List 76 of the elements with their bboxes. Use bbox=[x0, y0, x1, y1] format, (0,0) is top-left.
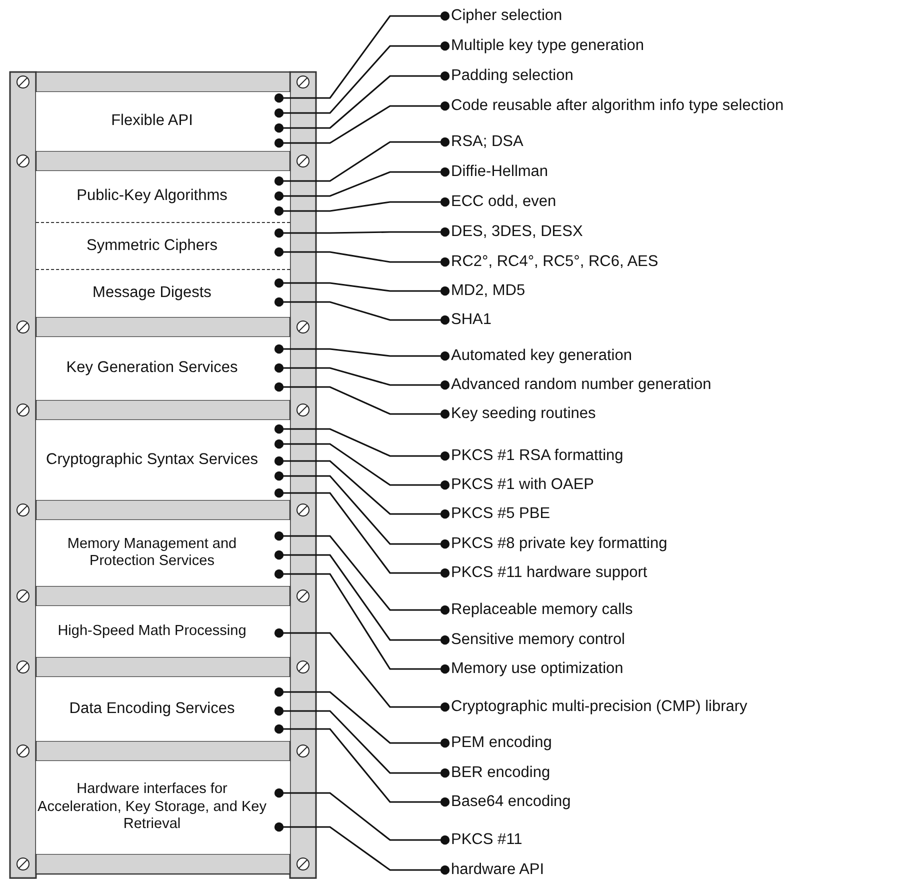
feature-label: Advanced random number generation bbox=[451, 376, 712, 394]
feature-label: hardware API bbox=[451, 861, 544, 879]
feature-label: RSA; DSA bbox=[451, 133, 524, 151]
connector-line bbox=[274, 724, 450, 807]
feature-label: RC2°, RC4°, RC5°, RC6, AES bbox=[451, 253, 658, 271]
module-panel bbox=[36, 606, 290, 657]
connector-line bbox=[274, 569, 450, 674]
feature-label: PKCS #5 PBE bbox=[451, 505, 550, 523]
feature-label: ECC odd, even bbox=[451, 193, 556, 211]
module-panel bbox=[36, 761, 290, 854]
module-label: Public-Key Algorithms bbox=[76, 187, 228, 206]
module-panel bbox=[36, 92, 290, 151]
module-label: Hardware interfaces for Acceleration, Key Storage, and Key Retrieval bbox=[36, 781, 268, 834]
connector-line bbox=[274, 227, 450, 238]
connector-line bbox=[274, 628, 450, 712]
feature-label: Multiple key type generation bbox=[451, 37, 644, 55]
connector-line bbox=[274, 439, 450, 490]
feature-label: Replaceable memory calls bbox=[451, 601, 633, 619]
feature-label: BER encoding bbox=[451, 764, 550, 782]
connector-line bbox=[274, 167, 450, 201]
feature-label: Diffie-Hellman bbox=[451, 163, 548, 181]
feature-label: Cryptographic multi-precision (CMP) library bbox=[451, 698, 748, 716]
module-panel bbox=[36, 171, 290, 223]
feature-label: Base64 encoding bbox=[451, 793, 571, 811]
module-label: High-Speed Math Processing bbox=[58, 622, 246, 640]
feature-label: PKCS #11 bbox=[451, 831, 522, 849]
connector-line bbox=[274, 456, 450, 519]
connector-line bbox=[274, 137, 450, 186]
module-panel bbox=[36, 420, 290, 500]
feature-label: MD2, MD5 bbox=[451, 282, 526, 300]
feature-label: Key seeding routines bbox=[451, 405, 596, 423]
connector-line bbox=[274, 363, 450, 390]
feature-label: DES, 3DES, DESX bbox=[451, 223, 583, 241]
feature-label: PKCS #1 with OAEP bbox=[451, 476, 594, 494]
connector-line bbox=[274, 41, 450, 118]
connector-line bbox=[274, 424, 450, 461]
connector-line bbox=[274, 788, 450, 845]
module-label: Key Generation Services bbox=[66, 359, 238, 378]
module-label: Flexible API bbox=[111, 112, 193, 131]
connector-line bbox=[274, 197, 450, 216]
connector-line bbox=[274, 706, 450, 778]
connector-line bbox=[274, 382, 450, 419]
connector-line bbox=[274, 550, 450, 645]
feature-label: Padding selection bbox=[451, 67, 574, 85]
module-panel bbox=[36, 677, 290, 741]
feature-label: Automated key generation bbox=[451, 347, 632, 365]
feature-label: PKCS #11 hardware support bbox=[451, 564, 648, 582]
module-label: Memory Management and Protection Services bbox=[66, 536, 238, 570]
module-label: Cryptographic Syntax Services bbox=[46, 450, 258, 470]
connector-line bbox=[274, 822, 450, 875]
connector-line bbox=[274, 531, 450, 615]
feature-label: PEM encoding bbox=[451, 734, 552, 752]
feature-label: PKCS #1 RSA formatting bbox=[451, 447, 624, 465]
connector-line bbox=[274, 71, 450, 133]
module-label: Message Digests bbox=[92, 284, 212, 303]
connector-line bbox=[274, 11, 450, 103]
connector-line bbox=[274, 687, 450, 748]
connector-line bbox=[274, 278, 450, 296]
module-panel bbox=[36, 223, 290, 270]
module-panel bbox=[36, 270, 290, 317]
feature-label: Code reusable after algorithm info type selection bbox=[451, 97, 784, 115]
feature-label: Memory use optimization bbox=[451, 660, 624, 678]
module-label: Symmetric Ciphers bbox=[86, 236, 218, 256]
module-panel bbox=[36, 337, 290, 400]
module-panel bbox=[36, 520, 290, 586]
connector-line bbox=[274, 247, 450, 267]
feature-label: PKCS #8 private key formatting bbox=[451, 535, 668, 553]
module-label: Data Encoding Services bbox=[69, 700, 235, 718]
connector-line bbox=[274, 344, 450, 361]
connector-line bbox=[274, 297, 450, 325]
connector-line bbox=[274, 488, 450, 578]
feature-label: Sensitive memory control bbox=[451, 631, 626, 649]
connector-line bbox=[274, 471, 450, 549]
feature-label: Cipher selection bbox=[451, 7, 562, 25]
feature-label: SHA1 bbox=[451, 311, 492, 329]
connector-line bbox=[274, 101, 450, 148]
